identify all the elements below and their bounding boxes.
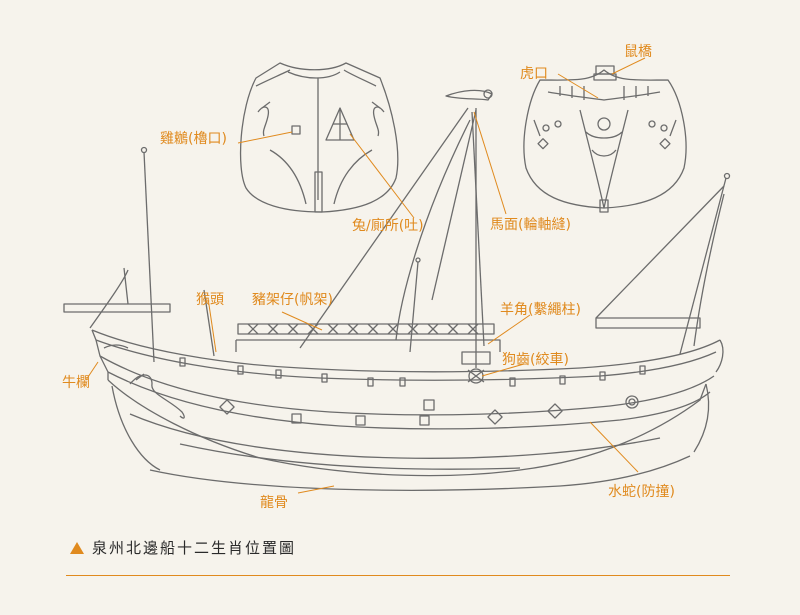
caption-text: 泉州北邊船十二生肖位置圖	[92, 539, 297, 557]
label-jixian: 雞鶒(櫓口)	[160, 131, 227, 147]
label-tucesuo: 兔/廁所(吐)	[352, 218, 424, 234]
label-mamian: 馬面(輪軸縫)	[490, 217, 571, 233]
label-zhujiazai: 豬架仔(帆架)	[252, 292, 333, 308]
label-shuishe: 水蛇(防撞)	[608, 484, 675, 500]
label-niulan: 牛欄	[62, 375, 90, 391]
rigging	[63, 89, 731, 384]
label-houtou: 猴頭	[196, 292, 224, 308]
stern-view	[239, 62, 399, 213]
label-yangjiao: 羊角(繫繩柱)	[500, 302, 581, 318]
hull	[91, 329, 724, 491]
label-gouchi: 狗齒(絞車)	[502, 352, 569, 368]
label-hukou: 虎口	[520, 66, 548, 82]
caption-rule	[66, 575, 730, 576]
figure-caption: 泉州北邊船十二生肖位置圖	[70, 537, 296, 558]
label-longgu: 龍骨	[260, 495, 288, 511]
leader-lines	[85, 57, 646, 494]
triangle-icon	[70, 542, 84, 554]
label-shuqiao: 鼠橋	[624, 44, 652, 60]
bow-view	[523, 65, 687, 213]
